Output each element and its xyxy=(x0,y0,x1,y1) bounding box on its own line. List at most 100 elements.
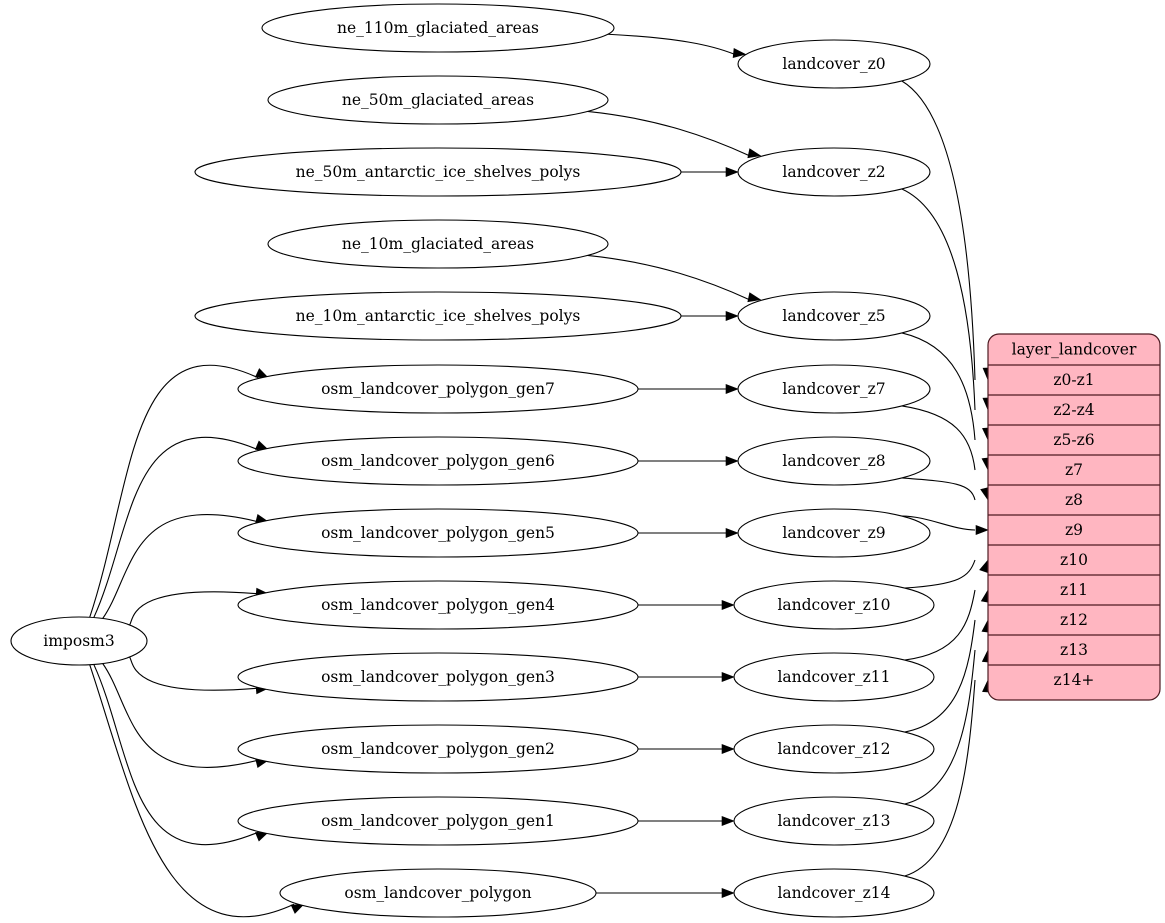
node-shape-osm_landcover_polygon_gen7 xyxy=(237,364,639,414)
table-header-label: layer_landcover xyxy=(1012,341,1137,359)
table-row-label-z8[interactable]: z8 xyxy=(1065,491,1083,509)
node-label-imposm3: imposm3 xyxy=(43,632,114,650)
edge-landcover_z12--row-z12 xyxy=(904,619,976,733)
arrow-head-osm_landcover_polygon_gen7--landcover_z7 xyxy=(725,383,739,395)
node-shape-landcover_z2 xyxy=(737,147,931,197)
node-shape-ne_10m_glaciated_areas xyxy=(267,219,609,269)
node-label-osm_landcover_polygon_gen3: osm_landcover_polygon_gen3 xyxy=(321,668,555,686)
node-shape-osm_landcover_polygon_gen4 xyxy=(237,580,639,630)
node-shape-landcover_z11 xyxy=(733,652,935,702)
graph-node-landcover_z9[interactable]: landcover_z9 xyxy=(737,508,931,558)
node-shape-landcover_z10 xyxy=(733,580,935,630)
table-row-label-z5-z6[interactable]: z5-z6 xyxy=(1053,431,1094,449)
node-shape-ne_110m_glaciated_areas xyxy=(261,3,615,53)
node-label-landcover_z9: landcover_z9 xyxy=(782,524,885,542)
edge-layer xyxy=(89,33,993,918)
graph-node-osm_landcover_polygon_gen3[interactable]: osm_landcover_polygon_gen3 xyxy=(237,652,639,702)
graph-node-landcover_z14[interactable]: landcover_z14 xyxy=(733,868,935,918)
node-shape-ne_50m_glaciated_areas xyxy=(267,75,609,125)
table-row-label-z0-z1[interactable]: z0-z1 xyxy=(1053,371,1094,389)
edge-landcover_z5--row-z5-z6 xyxy=(901,332,976,441)
table-layer-landcover[interactable]: layer_landcover z0-z1 z2-z4 z5-z6 z7 z8 z9 z10 z… xyxy=(987,333,1161,701)
table-row-label-z12[interactable]: z12 xyxy=(1060,611,1088,629)
graph-node-landcover_z8[interactable]: landcover_z8 xyxy=(737,436,931,486)
edge-imposm3--osm_landcover_polygon_gen2 xyxy=(102,663,259,768)
graph-node-ne_110m_glaciated_areas[interactable]: ne_110m_glaciated_areas xyxy=(261,3,615,53)
edge-landcover_z7--row-z7 xyxy=(901,405,976,471)
graph-node-landcover_z0[interactable]: landcover_z0 xyxy=(737,39,931,89)
graph-node-landcover_z12[interactable]: landcover_z12 xyxy=(733,724,935,774)
table-row-label-z9[interactable]: z9 xyxy=(1065,521,1083,539)
arrow-head-osm_landcover_polygon_gen6--landcover_z8 xyxy=(725,455,739,467)
node-label-landcover_z7: landcover_z7 xyxy=(782,380,885,398)
table-row-label-z14+[interactable]: z14+ xyxy=(1054,671,1095,689)
node-label-landcover_z2: landcover_z2 xyxy=(782,163,885,181)
edge-imposm3--osm_landcover_polygon_gen4 xyxy=(129,591,259,626)
table-row-label-z2-z4[interactable]: z2-z4 xyxy=(1053,401,1094,419)
arrow-head-osm_landcover_polygon_gen2--landcover_z12 xyxy=(721,743,735,755)
edge-imposm3--osm_landcover_polygon_gen5 xyxy=(102,514,259,619)
graph-node-landcover_z11[interactable]: landcover_z11 xyxy=(733,652,935,702)
edge-landcover_z9--row-z9 xyxy=(901,515,976,531)
edge-landcover_z14--row-z14+ xyxy=(904,679,976,877)
node-shape-imposm3 xyxy=(10,616,148,666)
node-label-osm_landcover_polygon_gen1: osm_landcover_polygon_gen1 xyxy=(321,812,555,830)
node-shape-landcover_z12 xyxy=(733,724,935,774)
edge-ne_110m_glaciated_areas--landcover_z0 xyxy=(607,33,735,55)
node-shape-ne_10m_antarctic_ice_shelves_polys xyxy=(194,291,682,341)
layer-landcover-table: layer_landcover z0-z1 z2-z4 z5-z6 z7 z8 z9 z10 z… xyxy=(987,333,1161,701)
arrow-head-ne_50m_glaciated_areas--landcover_z2 xyxy=(747,148,762,159)
graph-node-osm_landcover_polygon_gen7[interactable]: osm_landcover_polygon_gen7 xyxy=(237,364,639,414)
node-label-landcover_z13: landcover_z13 xyxy=(777,812,890,830)
graph-node-osm_landcover_polygon_gen2[interactable]: osm_landcover_polygon_gen2 xyxy=(237,724,639,774)
graph-node-ne_50m_antarctic_ice_shelves_polys[interactable]: ne_50m_antarctic_ice_shelves_polys xyxy=(194,147,682,197)
node-label-osm_landcover_polygon_gen7: osm_landcover_polygon_gen7 xyxy=(321,380,555,398)
table-row-label-z13[interactable]: z13 xyxy=(1060,641,1088,659)
edge-ne_10m_glaciated_areas--landcover_z5 xyxy=(587,254,750,301)
graph-node-imposm3[interactable]: imposm3 xyxy=(10,616,148,666)
table-row-label-z11[interactable]: z11 xyxy=(1060,581,1088,599)
node-label-osm_landcover_polygon: osm_landcover_polygon xyxy=(344,884,531,902)
node-label-landcover_z11: landcover_z11 xyxy=(777,668,890,686)
node-shape-landcover_z7 xyxy=(737,364,931,414)
edge-ne_50m_glaciated_areas--landcover_z2 xyxy=(587,110,750,157)
graph-node-osm_landcover_polygon_gen4[interactable]: osm_landcover_polygon_gen4 xyxy=(237,580,639,630)
node-label-landcover_z5: landcover_z5 xyxy=(782,307,885,325)
graph-node-landcover_z5[interactable]: landcover_z5 xyxy=(737,291,931,341)
table-row-label-z10[interactable]: z10 xyxy=(1060,551,1088,569)
node-label-ne_10m_antarctic_ice_shelves_polys: ne_10m_antarctic_ice_shelves_polys xyxy=(296,307,581,325)
node-label-osm_landcover_polygon_gen6: osm_landcover_polygon_gen6 xyxy=(321,452,555,470)
graph-node-ne_10m_glaciated_areas[interactable]: ne_10m_glaciated_areas xyxy=(267,219,609,269)
graph-node-landcover_z2[interactable]: landcover_z2 xyxy=(737,147,931,197)
arrow-head-ne_110m_glaciated_areas--landcover_z0 xyxy=(732,47,747,59)
node-shape-osm_landcover_polygon xyxy=(279,868,597,918)
arrow-head-landcover_z9--row-z9 xyxy=(975,524,989,536)
graph-node-osm_landcover_polygon_gen6[interactable]: osm_landcover_polygon_gen6 xyxy=(237,436,639,486)
graph-node-landcover_z10[interactable]: landcover_z10 xyxy=(733,580,935,630)
node-shape-landcover_z13 xyxy=(733,796,935,846)
graph-node-landcover_z13[interactable]: landcover_z13 xyxy=(733,796,935,846)
graph-node-ne_10m_antarctic_ice_shelves_polys[interactable]: ne_10m_antarctic_ice_shelves_polys xyxy=(194,291,682,341)
edge-landcover_z11--row-z11 xyxy=(904,589,976,661)
node-label-ne_110m_glaciated_areas: ne_110m_glaciated_areas xyxy=(337,19,539,37)
graph-node-landcover_z7[interactable]: landcover_z7 xyxy=(737,364,931,414)
graph-node-osm_landcover_polygon_gen1[interactable]: osm_landcover_polygon_gen1 xyxy=(237,796,639,846)
graph-node-osm_landcover_polygon_gen5[interactable]: osm_landcover_polygon_gen5 xyxy=(237,508,639,558)
graph-node-ne_50m_glaciated_areas[interactable]: ne_50m_glaciated_areas xyxy=(267,75,609,125)
arrow-head-osm_landcover_polygon_gen5--landcover_z9 xyxy=(725,527,739,539)
edge-landcover_z13--row-z13 xyxy=(904,649,976,805)
node-shape-landcover_z0 xyxy=(737,39,931,89)
arrow-head-ne_10m_glaciated_areas--landcover_z5 xyxy=(747,292,762,303)
node-shape-osm_landcover_polygon_gen3 xyxy=(237,652,639,702)
node-shape-ne_50m_antarctic_ice_shelves_polys xyxy=(194,147,682,197)
graph-node-osm_landcover_polygon[interactable]: osm_landcover_polygon xyxy=(279,868,597,918)
node-label-landcover_z10: landcover_z10 xyxy=(777,596,890,614)
edge-landcover_z8--row-z8 xyxy=(901,477,976,501)
node-shape-osm_landcover_polygon_gen1 xyxy=(237,796,639,846)
edge-imposm3--osm_landcover_polygon xyxy=(89,664,295,918)
arrow-head-ne_50m_antarctic_ice_shelves_polys--landcover_z2 xyxy=(725,166,739,178)
node-label-landcover_z12: landcover_z12 xyxy=(777,740,890,758)
table-row-label-z7[interactable]: z7 xyxy=(1065,461,1083,479)
node-label-osm_landcover_polygon_gen5: osm_landcover_polygon_gen5 xyxy=(321,524,555,542)
